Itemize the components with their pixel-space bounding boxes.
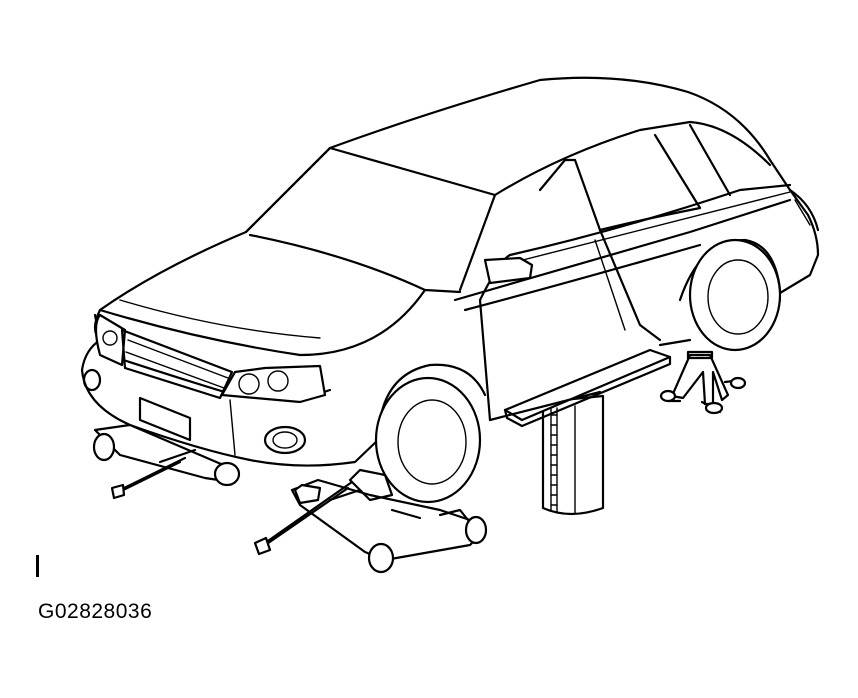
figure-id-label: G02828036 [38, 600, 153, 623]
lift-post [503, 348, 672, 516]
front-wheel [374, 376, 482, 504]
jack-stand [659, 350, 747, 415]
separator-mark [36, 555, 39, 577]
lift-post-ladder [550, 414, 558, 506]
vehicle [80, 76, 820, 504]
rear-wheel [688, 238, 782, 352]
side-floor-jack [253, 468, 488, 574]
front-floor-jack [92, 423, 241, 500]
